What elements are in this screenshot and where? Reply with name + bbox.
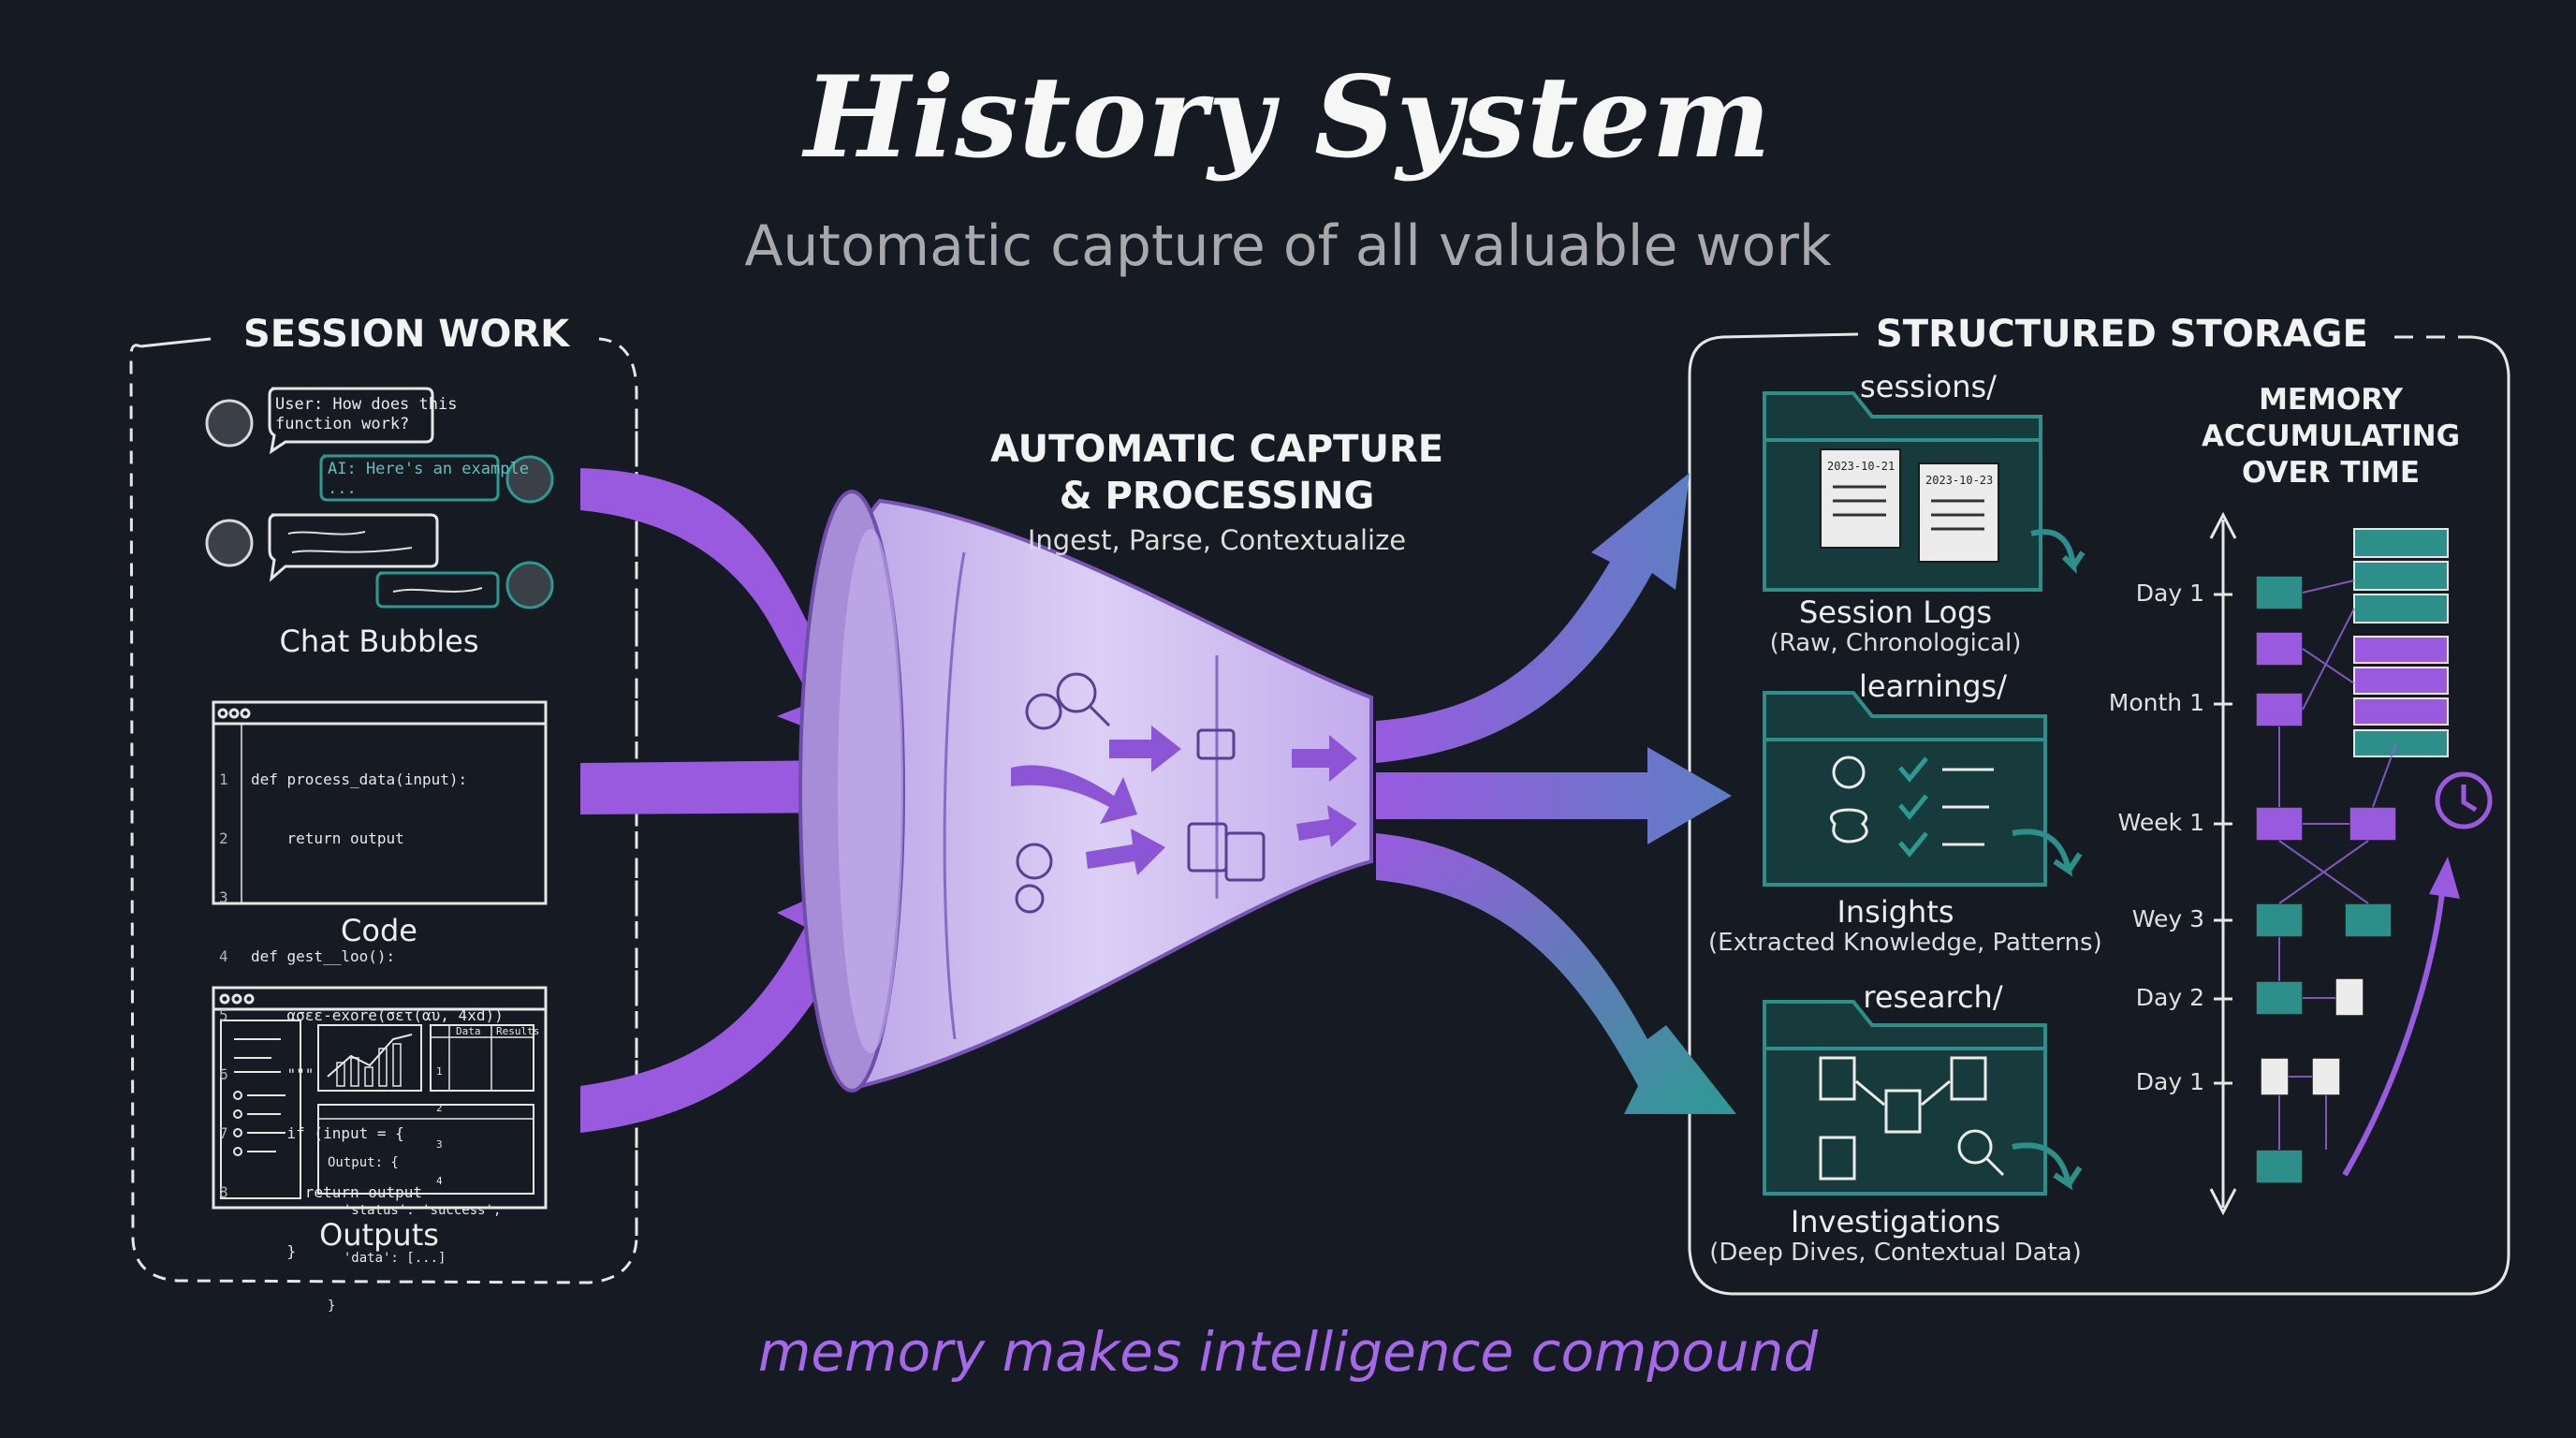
timeline-label-6: Day 1: [2135, 1068, 2204, 1095]
output-table-header-results: Results: [496, 1025, 540, 1037]
insights-label: Insights: [1837, 894, 1954, 930]
investigations-sublabel: (Deep Dives, Contextual Data): [1709, 1239, 2082, 1267]
code-lines: def process_data(input): return output d…: [251, 770, 504, 1260]
funnel-flow-arrows: [1011, 726, 1357, 875]
funnel-process-icons: [1015, 672, 1266, 914]
memory-title: MEMORY ACCUMULATING OVER TIME: [2201, 383, 2461, 490]
session-log-documents: [1820, 448, 1999, 563]
timeline-label-1: Day 1: [2135, 580, 2204, 607]
session-logs-sublabel: (Raw, Chronological): [1769, 629, 2022, 657]
chat-ai-message: AI: Here's an example ...: [328, 460, 529, 498]
code-line-numbers: 1 2 3 4 5 6 7 8: [219, 770, 228, 1201]
memory-links: [2278, 580, 2397, 1150]
folder-research: [1763, 1000, 2083, 1196]
structured-storage-title: STRUCTURED STORAGE: [1861, 313, 2383, 356]
code-window: [212, 700, 548, 905]
session-work-box: [129, 337, 638, 1284]
capture-subtitle: Ingest, Parse, Contextualize: [1027, 524, 1407, 556]
folder-name-learnings: learnings/: [1859, 668, 2007, 704]
growth-arrow: [2342, 857, 2460, 1177]
capture-title: AUTOMATIC CAPTURE & PROCESSING: [989, 428, 1444, 518]
structured-storage-box: [1688, 332, 2510, 1296]
output-arrows: [1376, 473, 1736, 1114]
session-work-title: SESSION WORK: [228, 313, 585, 356]
insights-checklist: [1830, 756, 1994, 858]
chat-avatars: [205, 399, 554, 609]
chat-user-message: User: How does this function work?: [275, 395, 458, 433]
folder-name-research: research/: [1863, 979, 2003, 1015]
clock-icon: [2435, 771, 2493, 829]
memory-stack-blocks: [2353, 528, 2449, 757]
output-table-rows: 1 2 3 4: [436, 1065, 443, 1187]
memory-small-folders: [2255, 575, 2397, 1184]
session-doc-date-1: 2023-10-21: [1827, 460, 1895, 473]
timeline-label-2: Month 1: [2108, 689, 2204, 716]
code-label: Code: [341, 913, 417, 948]
outputs-label: Outputs: [319, 1217, 439, 1253]
folder-learnings: [1763, 691, 2083, 887]
chat-bubbles-label: Chat Bubbles: [279, 624, 479, 659]
timeline-label-5: Day 2: [2135, 984, 2204, 1011]
page-subtitle: Automatic capture of all valuable work: [744, 213, 1832, 279]
page-title: History System: [804, 51, 1772, 183]
timeline-label-3: Week 1: [2117, 809, 2204, 836]
session-doc-date-2: 2023-10-23: [1925, 474, 1994, 487]
insights-sublabel: (Extracted Knowledge, Patterns): [1708, 929, 2102, 957]
input-arrows: [580, 468, 913, 1133]
output-json: Output: { 'status': 'success', 'data': […: [328, 1155, 502, 1313]
session-logs-label: Session Logs: [1798, 594, 1993, 630]
chat-bubble-shapes: [268, 387, 500, 609]
investigations-label: Investigations: [1790, 1204, 2001, 1240]
memory-timeline-axis: [2209, 511, 2237, 1216]
output-table-header-data: Data: [456, 1025, 481, 1037]
outputs-window: [212, 986, 548, 1210]
folder-name-sessions: sessions/: [1860, 369, 1997, 404]
timeline-label-4: Wey 3: [2131, 905, 2204, 932]
research-documents: [1819, 1056, 2005, 1181]
tagline: memory makes intelligence compound: [757, 1320, 1819, 1384]
